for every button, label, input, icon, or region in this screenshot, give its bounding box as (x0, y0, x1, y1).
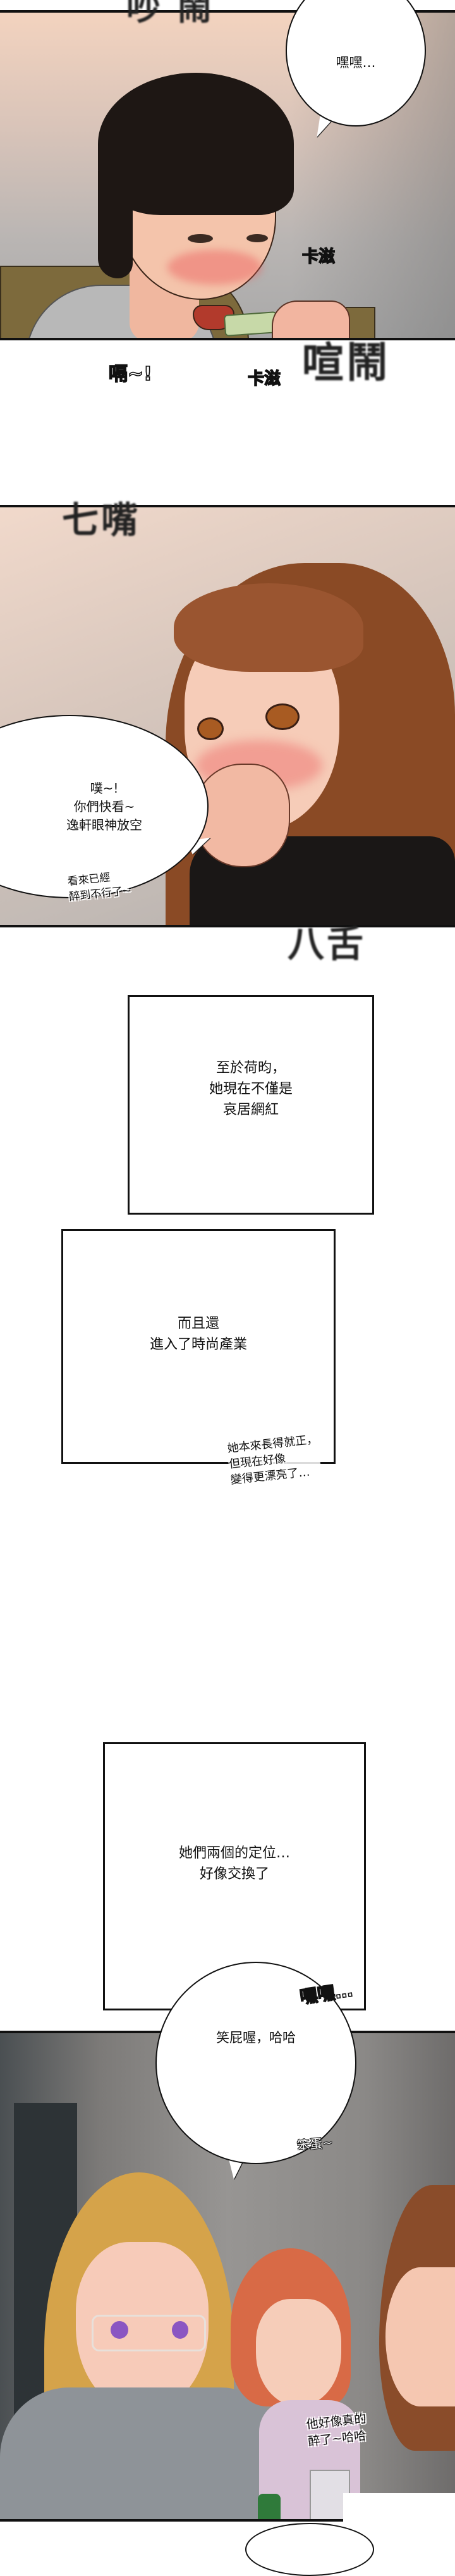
narration-caption-2: 而且還 進入了時尚產業 (61, 1229, 336, 1464)
bottom-whitespace (343, 2493, 455, 2530)
next-speech-bubble-edge (245, 2523, 374, 2576)
sfx-crunch-2: 卡滋 (247, 369, 281, 389)
caption-text-1: 至於荷昀， 她現在不僅是 哀居網紅 (209, 1060, 293, 1118)
blonde-girl-eye-left (111, 2321, 128, 2339)
aside-really-drunk: 他好像真的 醉了~哈哈 (305, 2412, 367, 2449)
sfx-hiccup: 嗝~! (108, 362, 152, 386)
sfx-chatter-2: 八舌 (288, 922, 367, 965)
sfx-noisy: 喧鬧 (302, 338, 391, 387)
brunette-girl-face (385, 2267, 455, 2406)
character-hand (193, 764, 290, 867)
green-bottle-cap (258, 2494, 281, 2519)
narration-caption-1: 至於荷昀， 她現在不僅是 哀居網紅 (128, 995, 374, 1215)
character-hand (272, 300, 350, 338)
character-eye-left (197, 717, 224, 740)
aside-prettier: 她本來長得就正， 但現在好像 變得更漂亮了… (226, 1431, 322, 1489)
blonde-girl-glasses (92, 2315, 206, 2351)
blonde-girl-eye-right (172, 2321, 188, 2339)
sfx-crunch-1: 卡滋 (301, 247, 336, 267)
character-eye-right (265, 703, 300, 730)
blonde-girl-sweater (0, 2387, 278, 2519)
panel-3-three-girls (0, 2031, 455, 2522)
redhead-girl-face (256, 2299, 341, 2406)
caption-text-2: 而且還 進入了時尚產業 (149, 1315, 247, 1353)
cucumber-stick (223, 311, 279, 337)
character-hair-side (98, 171, 133, 278)
speech-bubble-panel-1: 嘿嘿… (286, 0, 426, 127)
caption-text-3: 她們兩個的定位… 好像交換了 (178, 1845, 290, 1882)
speech-text-laugh: 笑屁喔，哈哈 (216, 2029, 296, 2045)
aside-fool: 笨蛋~ (296, 2134, 334, 2153)
character-blush (167, 250, 262, 285)
speech-bubble-panel-3: 笑屁喔，哈哈 (155, 1962, 356, 2164)
character-eye-left (188, 234, 213, 243)
top-sfx-noise: 吵 鬧 (126, 0, 214, 28)
character-eye-right (246, 234, 268, 242)
speech-text-hehe: 嘿嘿… (336, 54, 376, 70)
panel-2-girl-laughing (0, 505, 455, 927)
speech-text-look: 噗~! 你們快看~ 逸軒眼神放空 (66, 780, 142, 833)
character-bangs (174, 583, 363, 672)
sfx-chatter-1: 七嘴 (62, 498, 141, 542)
